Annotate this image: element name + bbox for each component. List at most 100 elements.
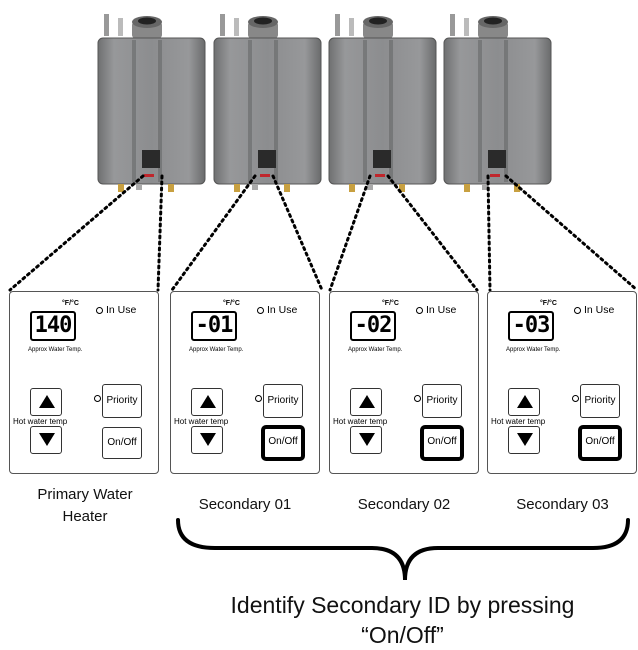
down-arrow-icon: [359, 433, 375, 446]
water-fitting-icon: [284, 184, 290, 192]
priority-indicator-icon: [94, 395, 101, 402]
water-fitting-icon: [482, 184, 488, 190]
up-arrow-icon: [517, 395, 533, 408]
brand-logo-icon: [375, 174, 385, 177]
vent-pipe-icon: [464, 18, 469, 36]
temp-up-button[interactable]: [508, 388, 540, 416]
heater-body: [443, 37, 552, 185]
instruction-line2: “On/Off”: [361, 622, 444, 648]
priority-indicator-icon: [255, 395, 262, 402]
hot-water-temp-label: Hot water temp: [174, 417, 229, 426]
temp-down-button[interactable]: [30, 426, 62, 454]
connector-line: [156, 174, 164, 292]
water-heater-unit: [443, 14, 552, 192]
connector-line: [170, 174, 257, 292]
brand-logo-icon: [490, 174, 500, 177]
hot-water-temp-label: Hot water temp: [13, 417, 68, 426]
water-heater-unit: [213, 14, 322, 192]
hot-water-temp-label: Hot water temp: [491, 417, 546, 426]
heater-body: [328, 37, 437, 185]
priority-indicator-icon: [414, 395, 421, 402]
unit-label: °F/°C: [382, 300, 399, 307]
heater-body: [213, 37, 322, 185]
up-arrow-icon: [359, 395, 375, 408]
down-arrow-icon: [517, 433, 533, 446]
caption-secondary-01: Secondary 01: [198, 496, 292, 513]
exhaust-opening-icon: [138, 17, 156, 25]
water-fitting-icon: [399, 184, 405, 192]
water-fitting-icon: [118, 184, 124, 192]
brand-logo-icon: [144, 174, 154, 177]
heater-controller-icon: [142, 150, 160, 168]
temp-up-button[interactable]: [30, 388, 62, 416]
in-use-label: In Use: [584, 304, 615, 316]
down-arrow-icon: [39, 433, 55, 446]
connector-line: [8, 174, 145, 292]
heater-seam: [478, 40, 482, 182]
brand-logo-icon: [260, 174, 270, 177]
in-use-indicator-icon: [96, 307, 103, 314]
heater-seam: [274, 40, 278, 182]
caption-secondary-02: Secondary 02: [357, 496, 451, 513]
connector-line: [386, 174, 479, 292]
heater-seam: [132, 40, 136, 182]
exhaust-opening-icon: [254, 17, 272, 25]
on-off-button-highlighted[interactable]: On/Off: [261, 425, 305, 461]
instruction-text: Identify Secondary ID by pressing “On/Of…: [180, 590, 625, 650]
caption-primary: Primary Water Heater: [5, 484, 165, 528]
unit-label: °F/°C: [223, 300, 240, 307]
temperature-display: 140: [30, 311, 76, 341]
on-off-button-highlighted[interactable]: On/Off: [578, 425, 622, 461]
on-off-button-highlighted[interactable]: On/Off: [420, 425, 464, 461]
approx-temp-label: Approx Water Temp.: [348, 347, 403, 353]
water-heater-unit: [97, 14, 206, 192]
heater-seam: [158, 40, 162, 182]
water-fitting-icon: [349, 184, 355, 192]
connector-line: [486, 174, 492, 292]
temp-down-button[interactable]: [191, 426, 223, 454]
primary-control-panel: °F/°C 140 In Use Approx Water Temp. Hot …: [9, 291, 159, 474]
vent-pipe-icon: [118, 18, 123, 36]
vent-pipe-icon: [450, 14, 455, 36]
exhaust-opening-icon: [484, 17, 502, 25]
in-use-label: In Use: [426, 304, 457, 316]
temp-down-button[interactable]: [508, 426, 540, 454]
connector-line: [328, 174, 372, 292]
hot-water-temp-label: Hot water temp: [333, 417, 388, 426]
water-fitting-icon: [252, 184, 258, 190]
temp-down-button[interactable]: [350, 426, 382, 454]
approx-temp-label: Approx Water Temp.: [28, 347, 83, 353]
water-fitting-icon: [514, 184, 520, 192]
temp-up-button[interactable]: [350, 388, 382, 416]
water-fitting-icon: [136, 184, 142, 190]
temp-up-button[interactable]: [191, 388, 223, 416]
up-arrow-icon: [39, 395, 55, 408]
approx-temp-label: Approx Water Temp.: [189, 347, 244, 353]
vent-pipe-icon: [349, 18, 354, 36]
priority-button[interactable]: Priority: [580, 384, 620, 418]
caption-secondary-03: Secondary 03: [516, 496, 609, 513]
heater-seam: [363, 40, 367, 182]
temperature-display: -01: [191, 311, 237, 341]
vent-pipe-icon: [104, 14, 109, 36]
secondary-03-control-panel: °F/°C -03 In Use Approx Water Temp. Hot …: [487, 291, 637, 474]
exhaust-opening-icon: [369, 17, 387, 25]
priority-indicator-icon: [572, 395, 579, 402]
heater-body: [97, 37, 206, 185]
caption-primary-line1: Primary Water: [37, 486, 133, 503]
heater-controller-icon: [488, 150, 506, 168]
priority-button[interactable]: Priority: [422, 384, 462, 418]
water-fitting-icon: [464, 184, 470, 192]
vent-pipe-icon: [234, 18, 239, 36]
vent-pipe-icon: [220, 14, 225, 36]
caption-primary-line2: Heater: [62, 508, 108, 525]
water-fitting-icon: [234, 184, 240, 192]
priority-button[interactable]: Priority: [263, 384, 303, 418]
priority-button[interactable]: Priority: [102, 384, 142, 418]
secondary-02-control-panel: °F/°C -02 In Use Approx Water Temp. Hot …: [329, 291, 479, 474]
heater-seam: [248, 40, 252, 182]
vent-pipe-icon: [335, 14, 340, 36]
on-off-button[interactable]: On/Off: [102, 427, 142, 459]
